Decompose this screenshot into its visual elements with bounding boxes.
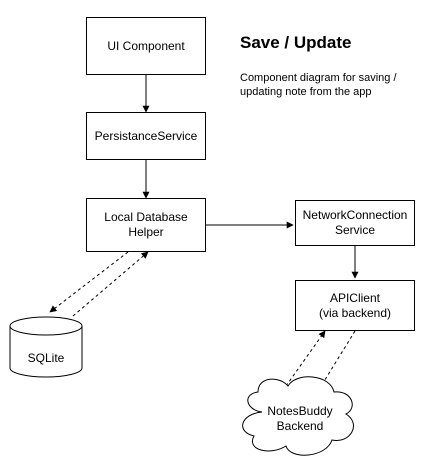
edge-sqlite-to-localdb [72, 251, 149, 317]
local-database-helper-box: Local Database Helper [86, 198, 206, 252]
api-client-box: APIClient (via backend) [295, 280, 415, 331]
api-client-label: APIClient (via backend) [318, 290, 392, 320]
network-connection-service-box: NetworkConnection Service [295, 200, 415, 246]
ui-component-box: UI Component [86, 17, 206, 75]
backend-cloud [242, 376, 354, 456]
sqlite-label: SQLite [27, 351, 65, 365]
persistance-service-box: PersistanceService [86, 112, 206, 160]
persistance-service-label: PersistanceService [94, 128, 198, 143]
sqlite-cylinder [9, 316, 83, 378]
network-connection-service-label: NetworkConnection Service [302, 208, 408, 237]
local-database-helper-label: Local Database Helper [104, 210, 188, 239]
edge-backend-to-api [285, 330, 326, 387]
diagram-description: Component diagram for saving / updating … [240, 72, 397, 98]
edge-localdb-to-sqlite [49, 251, 129, 313]
ui-component-label: UI Component [107, 38, 185, 53]
page-title: Save / Update [240, 33, 352, 52]
edge-api-to-backend [314, 330, 356, 397]
backend-label: NotesBuddy Backend [267, 404, 333, 433]
